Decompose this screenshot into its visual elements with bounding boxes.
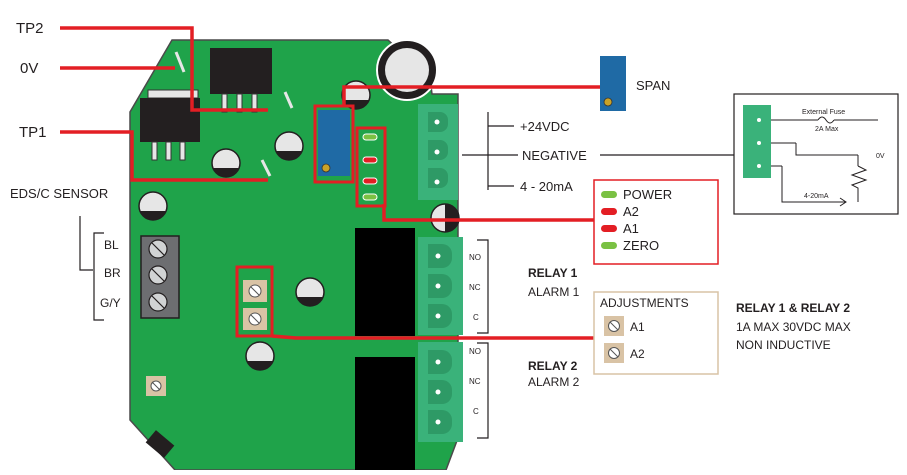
inset-zero-v: 0V bbox=[876, 153, 885, 160]
capacitor bbox=[430, 203, 460, 233]
inset-fuse-label: External Fuse bbox=[802, 109, 845, 116]
regulator-1 bbox=[210, 48, 272, 113]
relay2-nc-label: NC bbox=[469, 377, 481, 386]
span-highlight-box bbox=[313, 104, 355, 184]
bl-label: BL bbox=[104, 238, 119, 252]
br-label: BR bbox=[104, 266, 121, 280]
relay-1-terminal-block bbox=[418, 237, 463, 335]
led-strip bbox=[362, 133, 378, 201]
adjustment-highlight-box bbox=[235, 265, 274, 338]
plus24-label: +24VDC bbox=[520, 119, 570, 134]
capacitor-large bbox=[376, 39, 438, 101]
relay1-c-label: C bbox=[473, 313, 479, 322]
led-highlight-box bbox=[355, 126, 387, 208]
capacitor bbox=[211, 148, 241, 178]
zero-v-label: 0V bbox=[20, 60, 38, 77]
adjustment-pads-board bbox=[243, 280, 267, 330]
ma-label: 4 - 20mA bbox=[520, 179, 573, 194]
led-legend-swatch bbox=[601, 191, 617, 198]
span-label: SPAN bbox=[636, 78, 670, 93]
relay-spec-line1: 1A MAX 30VDC MAX bbox=[736, 320, 851, 334]
inset-ma: 4-20mA bbox=[804, 193, 829, 200]
led-legend-label: A2 bbox=[623, 204, 639, 219]
relay-2-body bbox=[355, 357, 415, 470]
led-legend-label: ZERO bbox=[623, 238, 659, 253]
connector-lines bbox=[79, 112, 746, 439]
gy-label: G/Y bbox=[100, 296, 121, 310]
sensor-terminal-block bbox=[140, 235, 180, 319]
led-legend-swatch bbox=[601, 208, 617, 215]
relay2-c-label: C bbox=[473, 407, 479, 416]
relay2-no-label: NO bbox=[469, 347, 481, 356]
adjustment-a1-label: A1 bbox=[630, 320, 645, 334]
relay-1-body bbox=[355, 228, 415, 336]
inset-fuse-rating: 2A Max bbox=[815, 126, 839, 133]
tp2-label: TP2 bbox=[16, 20, 44, 37]
adjustment-a1-pad bbox=[604, 316, 624, 336]
capacitor bbox=[245, 341, 275, 371]
external-wiring-inset bbox=[733, 93, 899, 215]
span-block bbox=[600, 56, 626, 111]
sensor-label: EDS/C SENSOR bbox=[10, 186, 108, 201]
adjustments-title: ADJUSTMENTS bbox=[600, 296, 689, 310]
relay1-subtitle: ALARM 1 bbox=[528, 285, 580, 299]
span-trimpot bbox=[318, 110, 350, 176]
negative-label: NEGATIVE bbox=[522, 148, 587, 163]
led-legend-swatch bbox=[601, 242, 617, 249]
capacitor bbox=[274, 131, 304, 161]
capacitor bbox=[295, 277, 325, 307]
adjustment-a2-pad bbox=[604, 343, 624, 363]
red-wires bbox=[60, 26, 600, 340]
relay1-nc-label: NC bbox=[469, 283, 481, 292]
led-legend-swatch bbox=[601, 225, 617, 232]
adjustment-a2-label: A2 bbox=[630, 347, 645, 361]
relay2-title: RELAY 2 bbox=[528, 359, 578, 373]
power-terminal-block bbox=[418, 104, 458, 200]
relay1-title: RELAY 1 bbox=[528, 266, 578, 280]
relay2-subtitle: ALARM 2 bbox=[528, 375, 580, 389]
relay-spec-line2: NON INDUCTIVE bbox=[736, 338, 831, 352]
test-pad bbox=[146, 376, 166, 396]
chip bbox=[145, 430, 175, 458]
capacitor bbox=[138, 191, 168, 221]
regulator-2 bbox=[140, 89, 200, 161]
relay-spec-title: RELAY 1 & RELAY 2 bbox=[736, 301, 850, 315]
led-legend-label: A1 bbox=[623, 221, 639, 236]
relay1-no-label: NO bbox=[469, 253, 481, 262]
tp1-label: TP1 bbox=[19, 124, 47, 141]
relay-2-terminal-block bbox=[418, 342, 463, 442]
led-legend-label: POWER bbox=[623, 187, 672, 202]
